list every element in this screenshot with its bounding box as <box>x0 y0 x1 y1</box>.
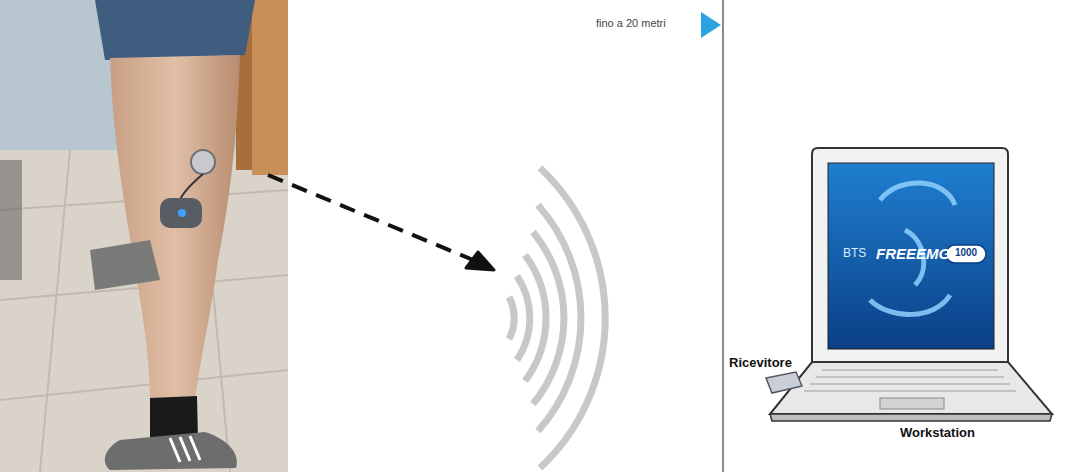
divider <box>722 0 724 472</box>
receiver-label: Ricevitore <box>729 356 792 371</box>
version-pill <box>946 245 986 263</box>
range-note: fino a 20 metri <box>596 17 666 30</box>
laptop <box>766 148 1052 421</box>
product-name: FREEEMG <box>876 245 950 262</box>
radio-waves <box>509 168 605 468</box>
brand-text: BTS <box>843 247 866 261</box>
workstation-label: Workstation <box>900 426 975 441</box>
version-number: 1000 <box>955 247 977 259</box>
range-triangle <box>701 12 721 38</box>
dashed-arrow <box>268 175 478 262</box>
leg-photo <box>0 0 288 472</box>
arrow-head <box>466 252 494 270</box>
